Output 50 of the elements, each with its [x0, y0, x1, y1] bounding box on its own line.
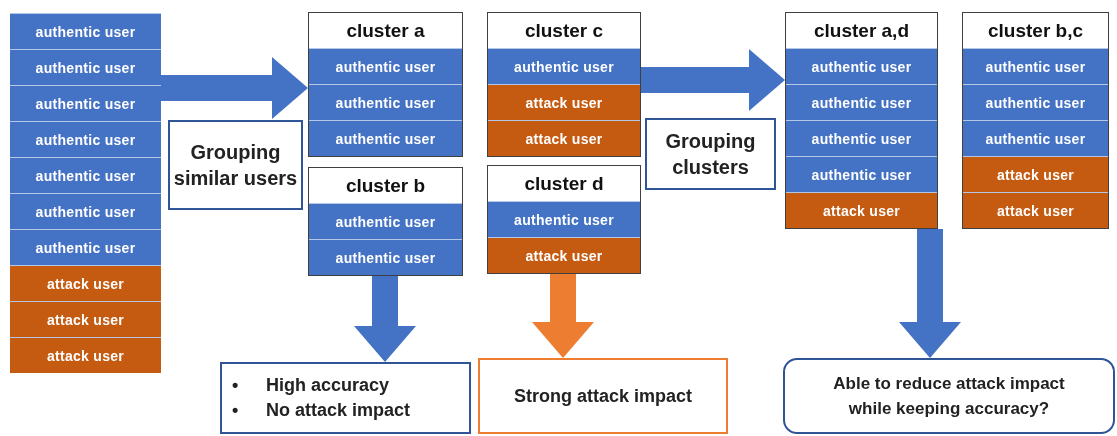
attack-user-cell: attack user — [488, 237, 640, 273]
cluster-heading: cluster b,c — [986, 18, 1084, 43]
cluster-heading: cluster b — [344, 173, 427, 198]
authentic-user-cell: authentic user — [786, 48, 937, 84]
cluster-box — [308, 12, 463, 157]
process-box: Grouping clusters — [645, 118, 776, 190]
attack-user-cell: attack user — [488, 84, 640, 120]
question-box: Able to reduce attack impact while keeping accuracy? — [783, 358, 1115, 434]
attack-user-cell: attack user — [10, 337, 161, 373]
authentic-user-cell: authentic user — [786, 120, 937, 156]
attack-user-cell: attack user — [963, 156, 1108, 192]
authentic-user-cell: authentic user — [488, 48, 640, 84]
bullet-mark: • — [232, 374, 240, 397]
attack-user-cell: attack user — [488, 120, 640, 156]
authentic-user-cell: authentic user — [309, 120, 462, 156]
user-column — [10, 13, 161, 373]
cluster-heading: cluster d — [523, 171, 605, 196]
block-arrow — [354, 276, 416, 362]
cluster-box — [785, 12, 938, 229]
authentic-user-cell: authentic user — [309, 48, 462, 84]
cluster-heading: cluster a — [345, 18, 426, 43]
cluster-box — [962, 12, 1109, 229]
cluster-box — [487, 12, 641, 157]
cluster-box — [487, 165, 641, 274]
result-box: Strong attack impact — [478, 358, 728, 434]
authentic-user-cell: authentic user — [786, 84, 937, 120]
cluster-heading: cluster c — [523, 18, 605, 43]
attack-user-cell: attack user — [963, 192, 1108, 228]
block-arrow — [899, 229, 961, 358]
result-box — [220, 362, 471, 434]
block-arrow — [641, 49, 785, 111]
cluster-box — [308, 167, 463, 276]
authentic-user-cell: authentic user — [309, 203, 462, 239]
bullet-mark: • — [232, 399, 240, 422]
authentic-user-cell: authentic user — [786, 156, 937, 192]
attack-user-cell: attack user — [786, 192, 937, 228]
authentic-user-cell: authentic user — [488, 201, 640, 237]
attack-user-cell: attack user — [10, 265, 161, 301]
bullet-text: No attack impact — [266, 399, 411, 422]
block-arrow — [161, 57, 308, 119]
cluster-heading: cluster a,d — [812, 18, 910, 43]
attack-user-cell: attack user — [10, 301, 161, 337]
authentic-user-cell: authentic user — [963, 48, 1108, 84]
process-box: Grouping similar users — [168, 120, 303, 210]
authentic-user-cell: authentic user — [309, 84, 462, 120]
authentic-user-cell: authentic user — [963, 120, 1108, 156]
block-arrow — [532, 274, 594, 358]
authentic-user-cell: authentic user — [963, 84, 1108, 120]
bullet-text: High accuracy — [266, 374, 391, 397]
authentic-user-cell: authentic user — [309, 239, 462, 275]
